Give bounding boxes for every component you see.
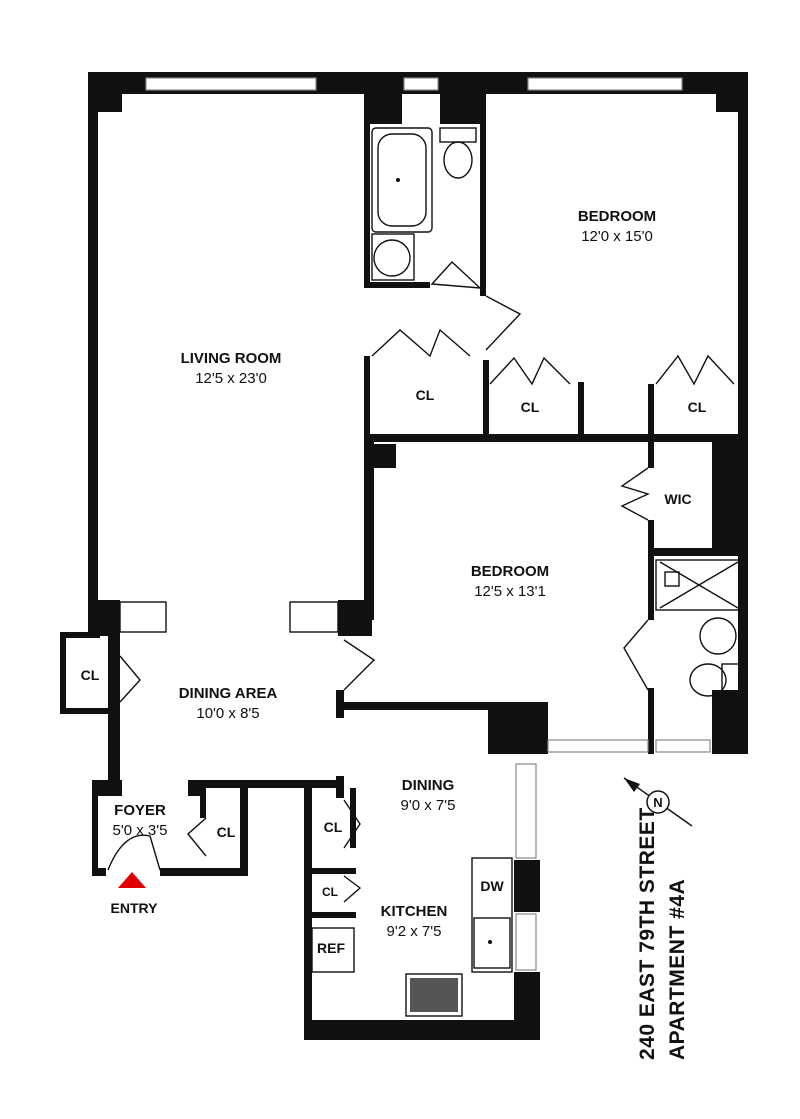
living-room-shelf-left	[119, 601, 167, 633]
living-room-shelf-right	[289, 601, 339, 633]
bedroom-1-dims: 12'0 x 15'0	[581, 228, 653, 245]
address-block: 240 EAST 79TH STREET APARTMENT #4A	[636, 807, 689, 1060]
living-room-dims: 12'5 x 23'0	[195, 370, 267, 387]
foyer-dims: 5'0 x 3'5	[113, 822, 168, 839]
dining-label: DINING	[402, 777, 455, 794]
dishwasher-label: DW	[480, 878, 504, 894]
bedroom-1-label: BEDROOM	[578, 208, 656, 225]
bathroom-1-fixtures	[371, 127, 477, 281]
closet-label: CL	[688, 399, 707, 415]
kitchen-label: KITCHEN	[381, 903, 448, 920]
bedroom-2-dims: 12'5 x 13'1	[474, 583, 546, 600]
closet-label: CL	[521, 399, 540, 415]
walls	[60, 72, 748, 1040]
walk-in-closet-label: WIC	[664, 491, 691, 507]
entry-arrow-icon	[118, 872, 146, 888]
closet-label: CL	[324, 819, 343, 835]
address-line-1: 240 EAST 79TH STREET	[636, 807, 659, 1060]
windows	[145, 77, 711, 971]
refrigerator-label: REF	[317, 940, 345, 956]
address-line-2: APARTMENT #4A	[666, 879, 689, 1060]
compass-letter: N	[653, 795, 662, 810]
doors	[107, 261, 735, 903]
foyer-label: FOYER	[114, 802, 166, 819]
living-room-label: LIVING ROOM	[181, 350, 282, 367]
kitchen-dims: 9'2 x 7'5	[387, 923, 442, 940]
entry-label: ENTRY	[111, 900, 159, 916]
bathroom-2-fixtures	[655, 559, 741, 697]
closet-label: CL	[416, 387, 435, 403]
dining-area-dims: 10'0 x 8'5	[196, 705, 259, 722]
closet-label: CL	[81, 667, 100, 683]
kitchen-fixtures	[311, 857, 513, 1017]
north-compass-icon: N	[623, 777, 693, 827]
bedroom-2-label: BEDROOM	[471, 563, 549, 580]
closet-label: CL	[322, 885, 338, 899]
dining-area-label: DINING AREA	[179, 685, 278, 702]
closet-label: CL	[217, 824, 236, 840]
dining-dims: 9'0 x 7'5	[401, 797, 456, 814]
